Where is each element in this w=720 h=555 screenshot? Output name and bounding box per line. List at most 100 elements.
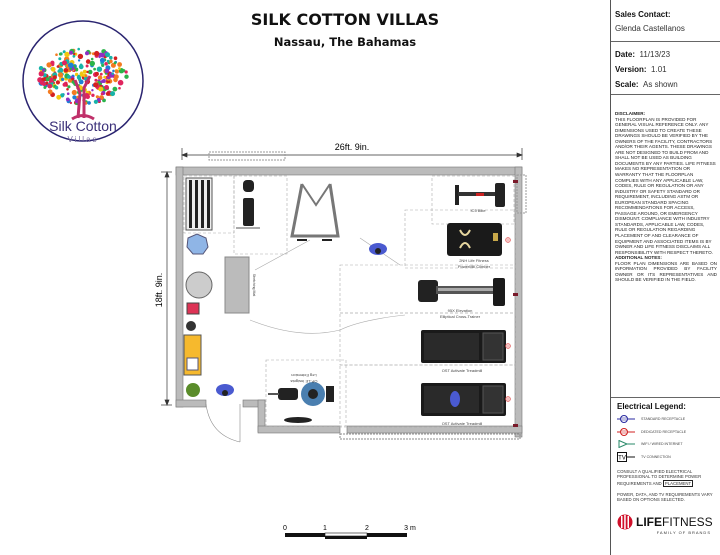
logo-leaf xyxy=(97,75,103,80)
legend-item: WIFI / WIRED INTERNET xyxy=(617,438,717,451)
logo-leaf xyxy=(93,99,98,104)
consult-text: CONSULT A QUALIFIED ELECTRICAL PROFESSIO… xyxy=(617,469,702,486)
logo-leaf xyxy=(93,67,96,71)
logo-leaf xyxy=(55,80,61,85)
bike-label: IC5 Bike xyxy=(470,208,486,213)
logo-leaf xyxy=(58,52,62,56)
logo-leaf xyxy=(78,79,84,85)
weight-bench xyxy=(236,180,260,229)
electrical-legend: Electrical Legend: STANDARD RECEPTACLE D… xyxy=(611,397,720,535)
logo-leaf xyxy=(52,75,57,80)
logo-leaf xyxy=(50,66,56,72)
dumbbell-rack xyxy=(185,177,213,231)
scale-value: As shown xyxy=(643,80,678,89)
logo-leaf xyxy=(85,51,89,56)
logo-leaf xyxy=(109,59,113,64)
disclaimer-title: DISCLAIMER: xyxy=(615,111,646,116)
silk-cotton-logo: Silk Cotton Villas xyxy=(20,18,146,144)
logo-leaf xyxy=(67,78,73,83)
logo-leaf xyxy=(111,72,114,75)
logo-leaf xyxy=(98,86,104,92)
logo-leaf xyxy=(67,75,71,79)
brand-sub: FAMILY OF BRANDS xyxy=(656,530,711,536)
version-value: 1.01 xyxy=(651,65,667,74)
logo-leaf xyxy=(87,101,91,105)
leg-extension-label-1: Leg Extension xyxy=(291,373,316,378)
logo-leaf xyxy=(47,83,53,89)
logo-leaf xyxy=(74,72,79,77)
legend-item: DEDICATED RECEPTACLE xyxy=(617,426,717,439)
treadmill-label-2: OST Activate Treadmill xyxy=(442,421,483,426)
legend-label: WIFI / WIRED INTERNET xyxy=(641,442,683,447)
logo-leaf xyxy=(100,80,104,84)
logo-leaf xyxy=(71,89,77,96)
logo-leaf xyxy=(67,85,71,89)
logo-leaf xyxy=(72,95,77,100)
sales-contact-label: Sales Contact: xyxy=(615,10,671,19)
stability-ball xyxy=(186,233,209,255)
logo-leaf xyxy=(90,57,94,61)
elliptical-label-1: 95X Elevation xyxy=(448,308,473,313)
logo-leaf xyxy=(106,59,110,63)
logo-leaf xyxy=(96,66,103,72)
ic5-bike xyxy=(455,183,505,207)
climber-label-1: 2NH Life Fitness xyxy=(459,258,489,263)
logo-leaf xyxy=(54,85,59,90)
logo-leaf xyxy=(79,72,84,77)
towel-stack xyxy=(186,357,199,371)
logo-sub: Villas xyxy=(68,135,99,144)
logo-leaf xyxy=(66,88,69,91)
door xyxy=(205,403,241,443)
logo-leaf xyxy=(57,72,64,78)
requirements-text: POWER, DATA, AND TV REQUIREMENTS VARY BA… xyxy=(617,491,713,503)
sales-contact-value: Glenda Castellanos xyxy=(615,24,685,33)
stretching-mat xyxy=(224,256,250,314)
logo-leaf xyxy=(94,78,98,82)
logo-leaf xyxy=(69,50,73,55)
logo-leaf xyxy=(39,80,45,86)
logo-leaf xyxy=(105,91,110,96)
walls xyxy=(175,166,523,438)
logo-name: Silk Cotton xyxy=(49,118,117,134)
logo-leaf xyxy=(86,70,89,74)
scale-tick: 0 xyxy=(283,525,287,532)
logo-leaf xyxy=(77,53,84,60)
logo-leaf xyxy=(99,72,103,76)
scale-bar xyxy=(285,532,407,539)
logo-leaf xyxy=(71,77,75,81)
page-subtitle: Nassau, The Bahamas xyxy=(273,35,417,49)
logo-leaf xyxy=(117,79,124,86)
scale-tick: 2 xyxy=(365,525,369,532)
elliptical-cross-trainer xyxy=(418,278,505,306)
logo-leaf xyxy=(66,92,70,95)
climber-label-2: PowerMill Climber xyxy=(458,264,491,269)
logo-leaf xyxy=(84,74,88,78)
logo-leaf xyxy=(113,61,117,65)
scale-tick: 1 xyxy=(323,525,327,532)
logo-leaf xyxy=(38,71,44,77)
fan-icon xyxy=(216,384,234,396)
legend-item: TV TV CONNECTION xyxy=(617,451,717,464)
logo-leaf xyxy=(58,67,64,73)
logo-leaf xyxy=(56,94,62,100)
logo-leaf xyxy=(69,67,73,70)
kettlebell xyxy=(186,302,200,315)
logo-leaf xyxy=(93,82,99,88)
floor-plan: 26ft. 9in. 18ft. 9in. xyxy=(154,142,527,539)
logo-leaf xyxy=(114,74,119,80)
notes-text: FLOOR PLAN DIMENSIONS ARE BASED ON INFOR… xyxy=(615,260,717,283)
width-dimension xyxy=(181,148,523,160)
stretching-mat-label: Stretching Mat xyxy=(252,274,256,297)
logo-leaf xyxy=(89,60,96,67)
logo-leaf xyxy=(99,57,105,63)
logo-leaf xyxy=(114,69,119,74)
scale-label: Scale: xyxy=(615,80,639,89)
logo-leaf xyxy=(107,76,110,80)
logo-leaf xyxy=(118,67,121,70)
logo-leaf xyxy=(65,97,70,102)
logo-leaf xyxy=(113,56,118,60)
legend-item: STANDARD RECEPTACLE xyxy=(617,413,717,426)
logo-leaf xyxy=(49,77,54,82)
logo-leaf xyxy=(91,89,94,92)
logo-leaf xyxy=(78,64,84,70)
